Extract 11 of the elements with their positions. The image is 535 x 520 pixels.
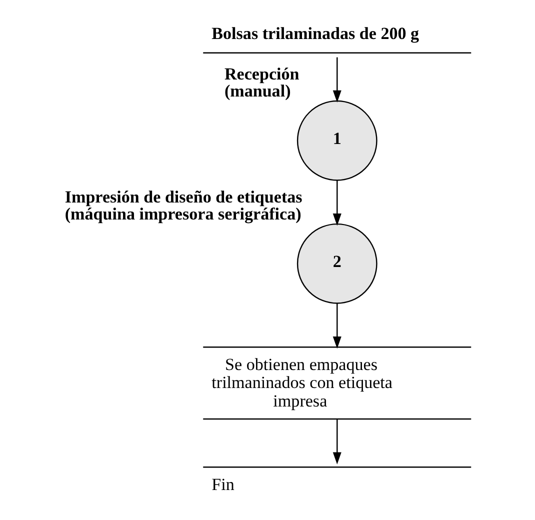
arrow [332,180,341,226]
arrow [332,418,341,464]
arrow [332,57,341,103]
node-circle: 1 [296,100,377,181]
node-circle: 2 [296,223,377,304]
node-label: Impresión de diseño de etiquetas (máquina impresora serigráfica) [64,187,302,224]
node-text: Fin [211,474,234,494]
node-text: Se obtienen empaques trilmaninados con etiqueta impresa [211,354,392,410]
node-label: Recepción (manual) [224,64,299,100]
arrow [332,304,341,349]
node-text: Bolsas trilaminadas de 200 g [211,24,419,44]
